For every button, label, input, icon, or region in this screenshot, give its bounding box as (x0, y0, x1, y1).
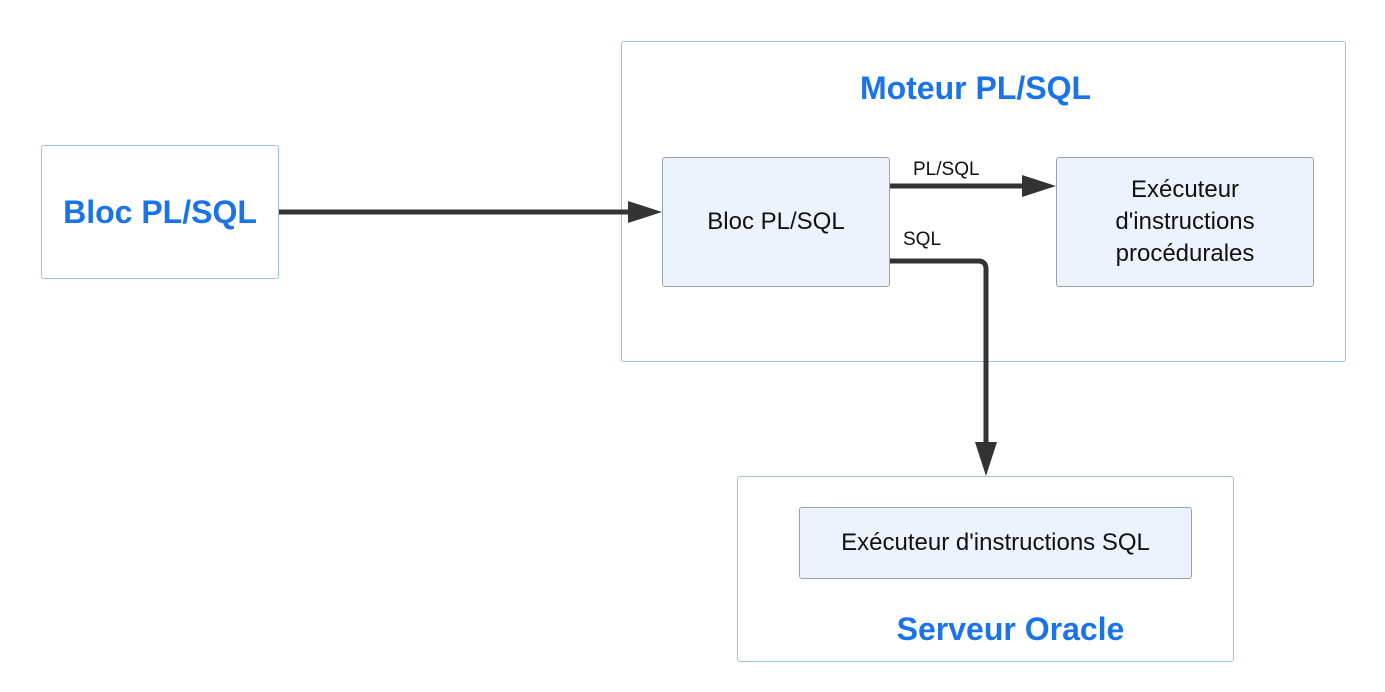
engine-plsql-block-label: Bloc PL/SQL (707, 208, 845, 235)
plsql-edge-label: PL/SQL (913, 159, 980, 180)
sql-executor-label: Exécuteur d'instructions SQL (841, 529, 1150, 556)
procedural-executor-line-1: Exécuteur (1130, 176, 1240, 203)
plsql-engine-title: Moteur PL/SQL (859, 70, 1092, 106)
oracle-server-title: Serveur Oracle (896, 611, 1125, 647)
procedural-executor-line-2: d'instructions (1115, 208, 1255, 235)
arrowhead-server (975, 442, 997, 476)
procedural-statement-executor: Exécuteur d'instructions procédurales (1056, 157, 1314, 287)
sql-statement-executor: Exécuteur d'instructions SQL (799, 507, 1192, 579)
engine-plsql-block: Bloc PL/SQL (662, 157, 890, 287)
source-plsql-block: Bloc PL/SQL (41, 145, 279, 279)
source-plsql-block-label: Bloc PL/SQL (63, 193, 257, 230)
procedural-executor-line-3: procédurales (1115, 240, 1255, 267)
sql-edge-label: SQL (903, 229, 942, 250)
